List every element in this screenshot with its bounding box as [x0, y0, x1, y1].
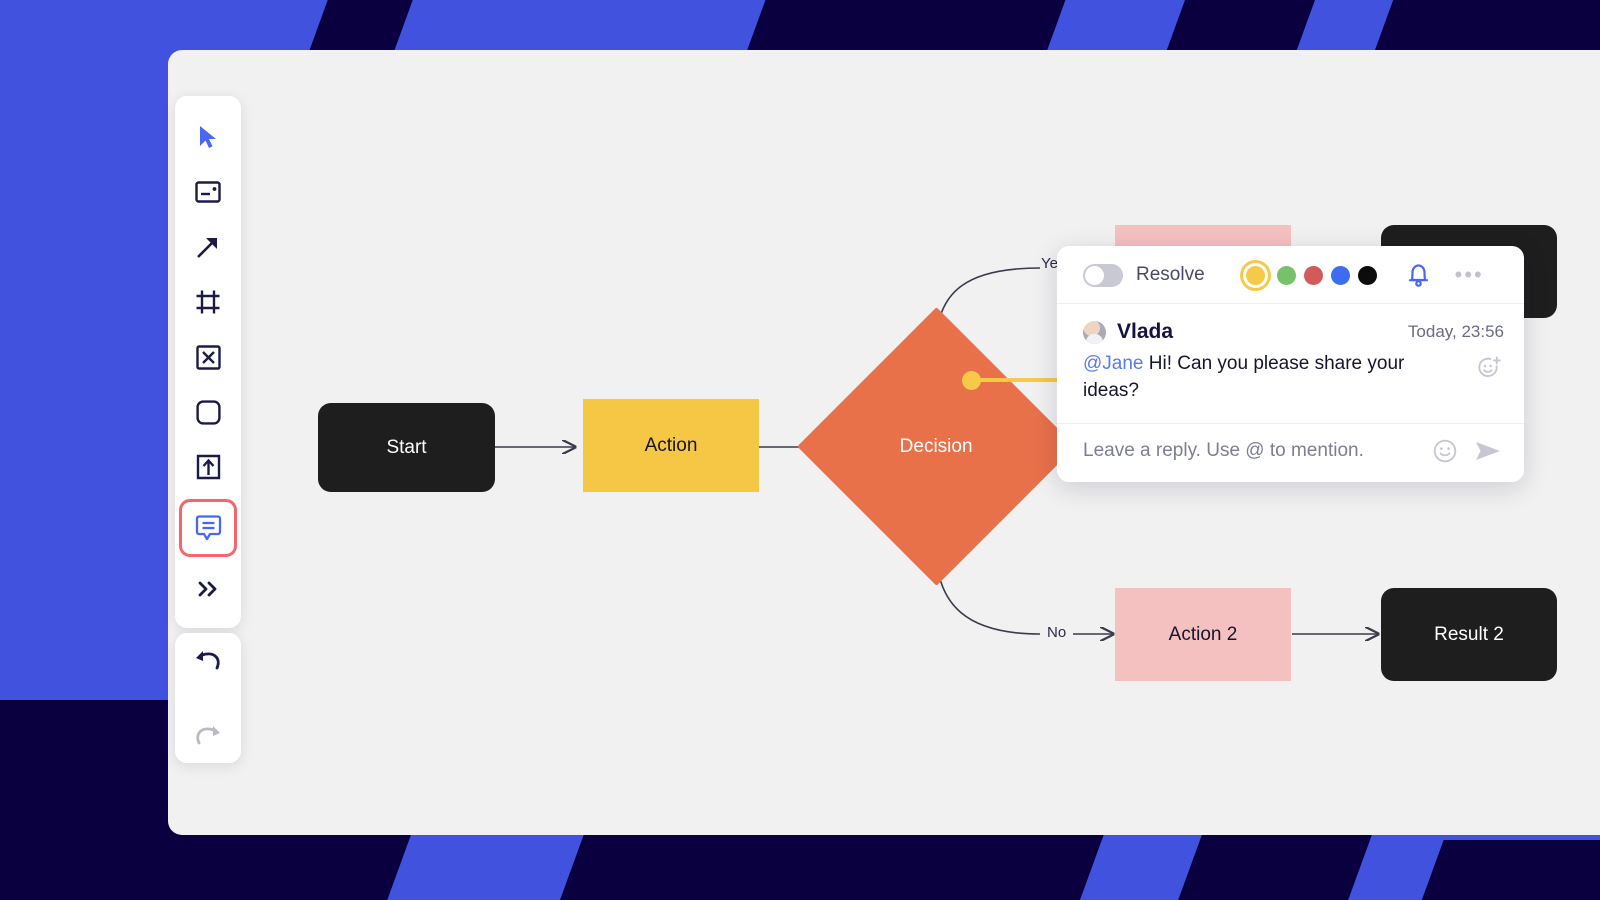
comment-tool[interactable] [179, 499, 237, 557]
sticky-note-icon [195, 181, 221, 203]
add-reaction-button[interactable] [1476, 356, 1502, 386]
stripe [1396, 840, 1600, 900]
emoji-button[interactable] [1432, 438, 1458, 464]
comment-timestamp: Today, 23:56 [1407, 322, 1504, 341]
avatar [1083, 320, 1106, 344]
node-label: Action [644, 434, 698, 456]
node-label: Decision [900, 435, 973, 457]
edge-label-no: No [1047, 624, 1067, 641]
mention-link[interactable]: @Jane [1083, 353, 1144, 374]
comment-thread: Vlada Today, 23:56 @Jane Hi! Can you ple… [1057, 304, 1524, 423]
color-swatch-black[interactable] [1357, 265, 1377, 285]
resolve-toggle[interactable] [1083, 263, 1123, 287]
comment-icon [195, 514, 221, 540]
reply-input[interactable]: Leave a reply. Use @ to mention. [1083, 439, 1364, 461]
comment-body: Hi! Can you please share your ideas? [1083, 353, 1405, 401]
stripe [1374, 0, 1600, 50]
add-reaction-icon [1478, 356, 1501, 377]
stripe [534, 830, 1106, 900]
crossed-box-icon [195, 344, 221, 370]
more-options-icon[interactable]: ••• [1454, 262, 1484, 287]
left-toolbar [175, 96, 241, 628]
color-swatch-blue[interactable] [1330, 265, 1350, 285]
more-tools[interactable] [185, 566, 231, 612]
arrow-tool[interactable] [185, 224, 231, 270]
color-swatch-red[interactable] [1303, 265, 1323, 285]
reply-bar[interactable]: Leave a reply. Use @ to mention. [1057, 422, 1524, 482]
bell-icon-glyph [1408, 264, 1428, 287]
comment-meta: Vlada Today, 23:56 [1083, 320, 1504, 344]
redo-button[interactable] [185, 713, 231, 759]
upload-tool[interactable] [185, 444, 231, 490]
rounded-square-icon [195, 399, 221, 425]
arrow-icon [197, 238, 217, 258]
diagram-node-action-2[interactable]: Action 2 [1115, 588, 1291, 681]
comment-popup: Resolve ••• Vlada Today, 23:56 @Jane Hi!… [1057, 246, 1524, 482]
shape-cross-tool[interactable] [185, 334, 231, 380]
node-label: Start [386, 436, 427, 458]
node-label: Result 2 [1434, 623, 1504, 645]
undo-button[interactable] [185, 638, 231, 684]
emoji-icon [1433, 439, 1457, 463]
undo-icon [196, 650, 220, 669]
rounded-square-tool[interactable] [185, 389, 231, 435]
diagram-node-action[interactable]: Action [583, 399, 759, 492]
upload-icon [196, 454, 220, 480]
edge-label-yes: Ye [1041, 255, 1058, 272]
diagram-node-result-2[interactable]: Result 2 [1381, 588, 1557, 681]
comment-popup-header: Resolve ••• [1057, 246, 1524, 304]
comment-anchor-dot[interactable] [962, 371, 981, 390]
frame-icon [196, 290, 220, 314]
chevron-double-right-icon [198, 581, 217, 597]
resolve-label: Resolve [1136, 264, 1205, 285]
node-label: Action 2 [1168, 623, 1238, 645]
reply-actions [1432, 438, 1502, 464]
comment-author: Vlada [1117, 320, 1174, 343]
frame-tool[interactable] [185, 279, 231, 325]
select-cursor-tool[interactable] [185, 114, 231, 160]
send-icon [1476, 441, 1500, 460]
color-swatches [1242, 265, 1377, 285]
comment-text: @Jane Hi! Can you please share your idea… [1083, 351, 1504, 405]
comment-leader-line [972, 378, 1067, 382]
sticky-note-tool[interactable] [185, 169, 231, 215]
diagram-node-start[interactable]: Start [318, 403, 495, 492]
cursor-icon [200, 126, 216, 148]
redo-icon [196, 725, 220, 744]
bell-icon[interactable] [1406, 262, 1431, 288]
color-swatch-green[interactable] [1276, 265, 1296, 285]
color-swatch-yellow[interactable] [1245, 265, 1265, 285]
history-toolbar [175, 633, 241, 763]
send-button[interactable] [1474, 439, 1502, 463]
